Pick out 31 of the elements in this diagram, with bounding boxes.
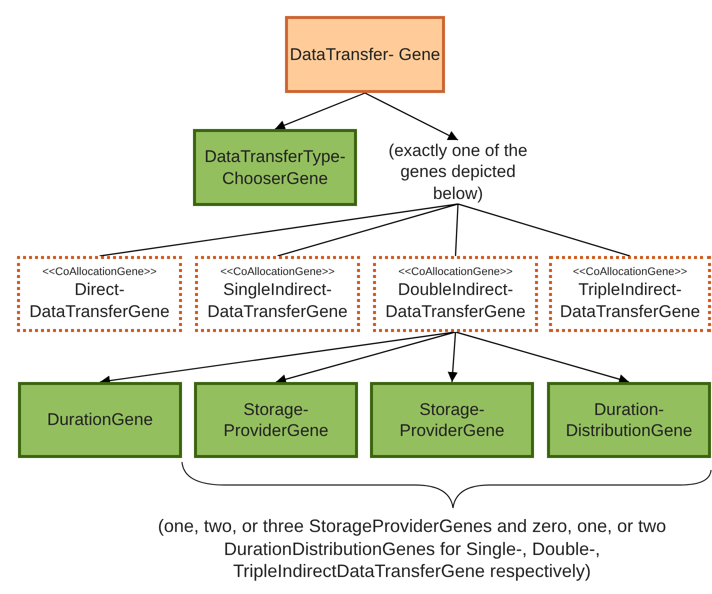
gene-box: [18, 382, 182, 458]
gene-box: [285, 16, 445, 93]
note-text: (one, two, or three StorageProviderGenes and zero, one, or two DurationDistributionGenes for Single-, Double-, TripleIndirectDataTransferGene respectively): [156, 515, 668, 582]
stereotype-box: [17, 256, 182, 332]
stereotype-label: <<CoAllocationGene>>: [398, 266, 513, 280]
stereotype-label: <<CoAllocationGene>>: [572, 266, 688, 280]
stereotype-label: <<CoAllocationGene>>: [220, 266, 335, 280]
gene-name: Storage- ProviderGene: [398, 398, 506, 442]
gene-box: [194, 382, 358, 458]
gene-name: DataTransferType- ChooserGene: [203, 146, 347, 189]
gene-name: Storage- ProviderGene: [222, 398, 330, 442]
gene-name: TripleIndirect- DataTransferGene: [558, 279, 702, 322]
stereotype-label: <<CoAllocationGene>>: [42, 266, 157, 280]
gene-name: (exactly one of the genes depicted below): [388, 140, 528, 204]
stereotype-box: [549, 256, 711, 332]
gene-box: [193, 129, 357, 206]
gene-name: DurationGene: [47, 409, 153, 431]
connector-arrow: [448, 332, 458, 382]
gene-box: [547, 382, 711, 458]
gene-name: DoubleIndirect- DataTransferGene: [384, 279, 527, 322]
gene-name: Duration- DistributionGene: [564, 398, 694, 442]
gene-name: Direct- DataTransferGene: [28, 279, 171, 322]
stereotype-box: [195, 256, 360, 332]
connector-arrow: [274, 92, 366, 130]
gene-name: SingleIndirect- DataTransferGene: [206, 279, 349, 322]
connector-arrow: [364, 92, 458, 141]
connector-arrow: [455, 331, 630, 384]
gene-name: DataTransfer- Gene: [290, 44, 440, 66]
gene-box: [370, 382, 534, 458]
stereotype-box: [373, 256, 538, 332]
connector-arrow: [276, 331, 456, 384]
